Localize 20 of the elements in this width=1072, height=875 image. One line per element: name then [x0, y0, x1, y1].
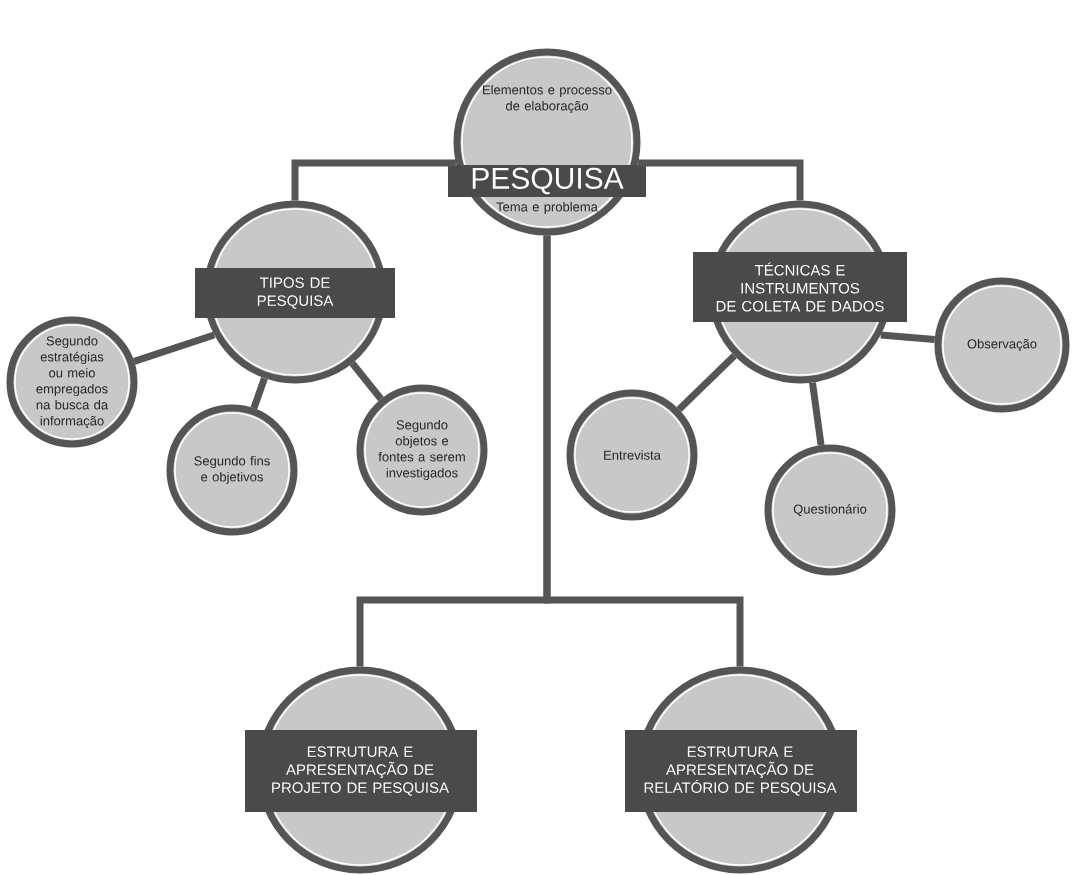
connector-line: [349, 361, 384, 402]
circle-node: ESTRUTURA E APRESENTAÇÃO DE RELATÓRIO DE PESQUISA: [625, 666, 857, 874]
circle-node: Questionário: [764, 444, 896, 576]
circle-node: TIPOS DE PESQUISA: [195, 200, 395, 384]
connector-line: [543, 235, 744, 667]
connector-line: [809, 382, 825, 446]
connector-line: [291, 159, 456, 201]
circle-node: Segundo estratégias ou meio empregados na busca da informação: [6, 316, 138, 448]
circle-node: Segundo objetos e fontes a serem investigados: [356, 384, 488, 516]
circle-node: Segundo fins e objetivos: [166, 404, 298, 536]
connector-line: [676, 353, 737, 412]
connector-line: [638, 159, 804, 201]
circle-node: TÉCNICAS E INSTRUMENTOS DE COLETA DE DADOS: [693, 200, 907, 384]
connector-line: [250, 377, 268, 410]
circle-node: Entrevista: [566, 389, 698, 521]
circle-node: Elementos e processo de elaboração PESQUISA Tema e problema: [448, 48, 646, 236]
circle-node: Observação: [934, 277, 1070, 413]
connector-line: [133, 331, 216, 365]
circle-node: ESTRUTURA E APRESENTAÇÃO DE PROJETO DE PESQUISA: [245, 666, 477, 874]
connector-line: [880, 331, 936, 343]
